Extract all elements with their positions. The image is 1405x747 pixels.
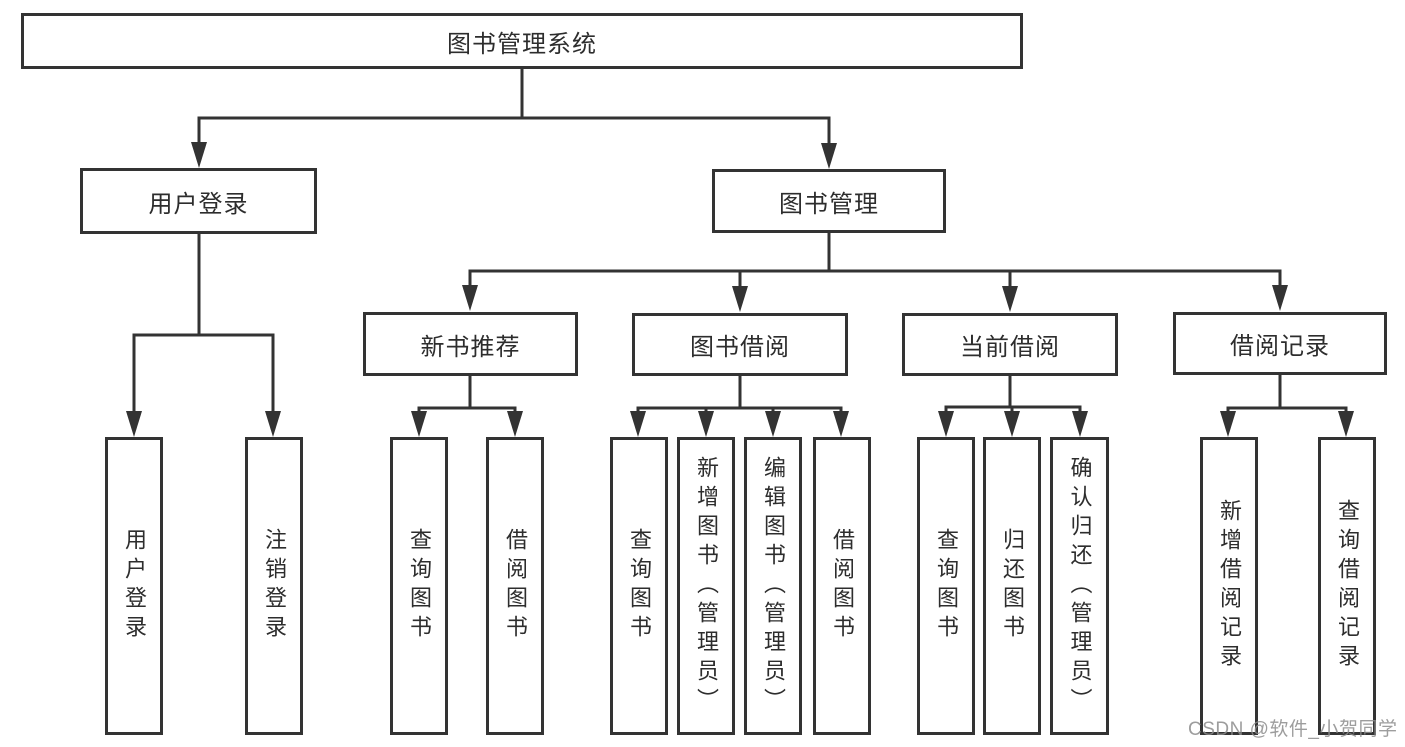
root-branch-line <box>197 67 831 158</box>
leaf-return-book: 归还图书 <box>983 437 1041 735</box>
leaf-borrow-book-2: 借阅图书 <box>813 437 871 735</box>
leaf-query-book-2: 查询图书 <box>610 437 668 735</box>
node-new-book-recommend: 新书推荐 <box>363 312 578 376</box>
arrowhead-icon <box>1072 411 1088 437</box>
arrowhead-icon <box>1272 285 1288 311</box>
arrowhead-icon <box>126 411 142 437</box>
node-user-login: 用户登录 <box>80 168 317 234</box>
arrowhead-icon <box>507 411 523 437</box>
node-current-borrow: 当前借阅 <box>902 313 1118 376</box>
book-mgmt-branch-line <box>468 231 1282 302</box>
csdn-watermark: CSDN @软件_小贺同学 <box>1188 719 1398 740</box>
arrowhead-icon <box>265 411 281 437</box>
leaf-query-borrow-record: 查询借阅记录 <box>1318 437 1376 735</box>
arrowhead-icon <box>1002 286 1018 312</box>
leaf-query-book-3: 查询图书 <box>917 437 975 735</box>
arrowhead-icon <box>732 286 748 312</box>
arrowhead-icon <box>1338 411 1354 437</box>
leaf-add-book-admin: 新增图书（管理员） <box>677 437 735 735</box>
arrowhead-icon <box>821 143 837 169</box>
arrowhead-icon <box>1004 411 1020 437</box>
leaf-query-book-1: 查询图书 <box>390 437 448 735</box>
book-borrow-branch-line <box>636 374 843 426</box>
user-login-branch-line <box>132 232 275 426</box>
arrowheads <box>126 142 1354 437</box>
node-root-system: 图书管理系统 <box>21 13 1023 69</box>
node-book-management: 图书管理 <box>712 169 946 233</box>
leaf-logout: 注销登录 <box>245 437 303 735</box>
new-book-branch-line <box>417 374 517 426</box>
node-borrow-record: 借阅记录 <box>1173 312 1387 375</box>
leaf-confirm-return-admin: 确认归还（管理员） <box>1050 437 1109 735</box>
arrowhead-icon <box>1220 411 1236 437</box>
leaf-add-borrow-record: 新增借阅记录 <box>1200 437 1258 735</box>
arrowhead-icon <box>698 411 714 437</box>
arrowhead-icon <box>462 285 478 311</box>
leaf-user-login: 用户登录 <box>105 437 163 735</box>
arrowhead-icon <box>938 411 954 437</box>
borrow-record-branch-line <box>1226 373 1348 426</box>
arrowhead-icon <box>630 411 646 437</box>
arrowhead-icon <box>411 411 427 437</box>
arrowhead-icon <box>765 411 781 437</box>
node-book-borrow: 图书借阅 <box>632 313 848 376</box>
leaf-edit-book-admin: 编辑图书（管理员） <box>744 437 802 735</box>
leaf-borrow-book-1: 借阅图书 <box>486 437 544 735</box>
arrowhead-icon <box>833 411 849 437</box>
arrowhead-icon <box>191 142 207 168</box>
